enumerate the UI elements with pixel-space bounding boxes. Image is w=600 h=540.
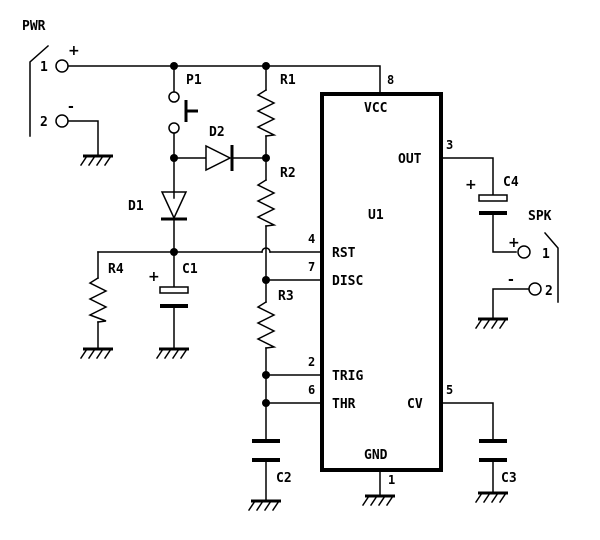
pwr-connector bbox=[29, 44, 69, 137]
c2-label: C2 bbox=[276, 471, 292, 486]
pushbutton-p1 bbox=[168, 91, 198, 134]
cv-label: CV bbox=[407, 397, 423, 412]
ground-icon bbox=[155, 347, 189, 360]
spk-label: SPK bbox=[528, 209, 552, 224]
c4-label: C4 bbox=[503, 175, 519, 190]
rst-label: RST bbox=[332, 246, 356, 261]
junction-dots bbox=[170, 62, 270, 407]
wires bbox=[65, 65, 530, 501]
capacitor-c4 bbox=[478, 194, 508, 215]
capacitor-c1 bbox=[159, 286, 189, 308]
c1-plus-sign: + bbox=[148, 269, 160, 285]
pwr-label: PWR bbox=[22, 19, 46, 34]
thr-label: THR bbox=[332, 397, 356, 412]
resistor-r4 bbox=[88, 276, 108, 323]
pin-cv-number: 5 bbox=[446, 383, 453, 397]
vcc-label: VCC bbox=[364, 101, 387, 116]
spk-plus-sign: + bbox=[508, 235, 520, 251]
u1-label: U1 bbox=[368, 208, 384, 223]
gnd-label: GND bbox=[364, 448, 388, 463]
spk-pin1-label: 1 bbox=[542, 247, 550, 262]
disc-label: DISC bbox=[332, 274, 363, 289]
r4-label: R4 bbox=[108, 262, 124, 277]
ground-icon bbox=[474, 317, 508, 330]
r3-label: R3 bbox=[278, 289, 294, 304]
spk-minus-sign: - bbox=[508, 272, 514, 288]
pwr-pin1-label: 1 bbox=[40, 60, 48, 75]
ground-icon bbox=[361, 494, 395, 507]
ground-icon bbox=[474, 491, 508, 504]
pin-rst-number: 4 bbox=[308, 232, 315, 246]
c1-label: C1 bbox=[182, 262, 198, 277]
ground-icon bbox=[247, 499, 281, 512]
p1-label: P1 bbox=[186, 73, 202, 88]
c4-plus-sign: + bbox=[465, 177, 477, 193]
diode-d2 bbox=[205, 144, 234, 172]
trig-label: TRIG bbox=[332, 369, 363, 384]
pwr-plus-sign: + bbox=[68, 43, 80, 59]
resistor-r3 bbox=[256, 300, 277, 349]
wire-crossover bbox=[261, 247, 271, 253]
ground-icon bbox=[79, 154, 113, 167]
capacitor-c2 bbox=[252, 439, 280, 462]
pin-vcc-number: 8 bbox=[387, 73, 394, 87]
pin-trig-number: 2 bbox=[308, 355, 315, 369]
resistor-r1 bbox=[256, 88, 277, 137]
ic-u1-body bbox=[320, 92, 443, 472]
capacitor-c3 bbox=[479, 439, 507, 462]
ground-icon bbox=[79, 347, 113, 360]
pwr-pin2-label: 2 bbox=[40, 115, 48, 130]
d1-label: D1 bbox=[128, 199, 144, 214]
diode-d1 bbox=[160, 191, 188, 221]
pin-disc-number: 7 bbox=[308, 260, 315, 274]
ground-symbols bbox=[79, 154, 508, 512]
r2-label: R2 bbox=[280, 166, 296, 181]
pwr-minus-sign: - bbox=[68, 99, 74, 115]
d2-label: D2 bbox=[209, 125, 225, 140]
resistor-r2 bbox=[256, 178, 277, 227]
spk-connector bbox=[517, 231, 559, 303]
r1-label: R1 bbox=[280, 73, 296, 88]
spk-pin2-label: 2 bbox=[545, 284, 553, 299]
out-label: OUT bbox=[398, 152, 422, 167]
pin-thr-number: 6 bbox=[308, 383, 315, 397]
c3-label: C3 bbox=[501, 471, 517, 486]
pin-gnd-number: 1 bbox=[388, 473, 395, 487]
pin-out-number: 3 bbox=[446, 138, 453, 152]
